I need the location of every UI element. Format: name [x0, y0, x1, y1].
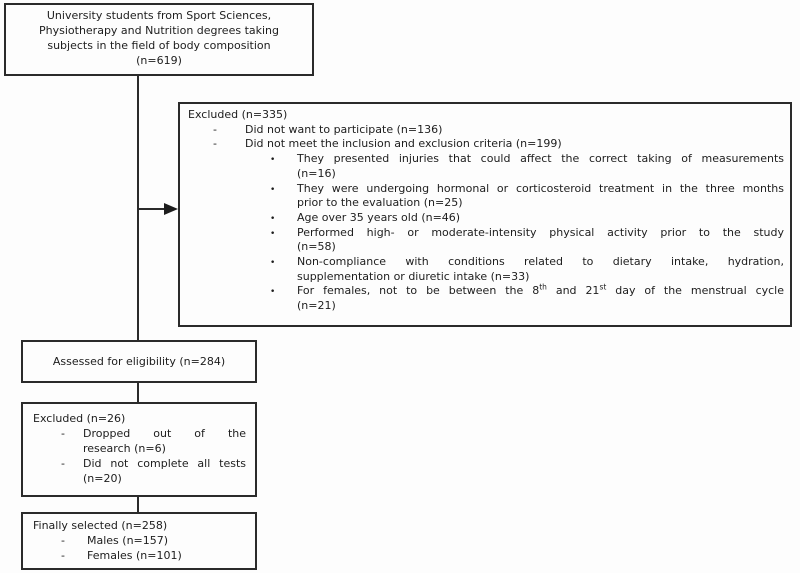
bullet-item: • For females, not to be between the 8th… — [188, 284, 784, 313]
text-segment: and 21 — [546, 284, 600, 298]
dash-item: - Dropped out of the research (n=6) — [33, 426, 246, 456]
bullet-marker: • — [270, 287, 276, 298]
excluded-box: Excluded (n=335) - Did not want to parti… — [178, 102, 792, 327]
dash-item: - Did not complete all tests (n=20) — [33, 456, 246, 486]
dash-marker: - — [61, 549, 65, 562]
text-line: prior to the evaluation (n=25) — [297, 196, 463, 210]
text-line: They presented injuries that could affec… — [297, 152, 784, 166]
text-line: subjects in the field of body compositio… — [47, 39, 271, 52]
bullet-marker: • — [270, 155, 276, 166]
bullet-item: • Performed high- or moderate-intensity … — [188, 226, 784, 255]
final-box: Finally selected (n=258) - Males (n=157)… — [21, 512, 257, 570]
text-line: Did not complete all tests — [83, 457, 246, 470]
dash-item: - Did not want to participate (n=136) — [188, 123, 784, 138]
text-line: Did not meet the inclusion and exclusion… — [245, 137, 562, 151]
dash-marker: - — [61, 534, 65, 547]
dash-marker: - — [61, 427, 65, 440]
ordinal-superscript: st — [599, 282, 607, 292]
connector-assessed-to-dropout — [137, 383, 139, 402]
bullet-marker: • — [270, 258, 276, 269]
bullet-marker: • — [270, 228, 276, 239]
dash-item: - Females (n=101) — [33, 548, 246, 563]
box-title: Assessed for eligibility (n=284) — [52, 355, 226, 368]
dash-item: - Did not meet the inclusion and exclusi… — [188, 137, 784, 152]
bullet-marker: • — [270, 184, 276, 195]
text-line: (n=58) — [297, 240, 336, 254]
box-title: Excluded (n=335) — [188, 108, 288, 121]
text-line: For females, not to be between the 8th a… — [297, 284, 784, 299]
dash-marker: - — [213, 122, 217, 136]
text-line: Males (n=157) — [87, 534, 169, 547]
text-line: Did not want to participate (n=136) — [245, 122, 443, 136]
bullet-item: • They presented injuries that could aff… — [188, 152, 784, 181]
text-line: (n=20) — [83, 472, 122, 485]
arrow-right-icon — [164, 203, 178, 215]
text-line: University students from Sport Sciences, — [46, 9, 272, 22]
dropout-box: Excluded (n=26) - Dropped out of the res… — [21, 402, 257, 497]
text-line: (n=16) — [297, 166, 336, 180]
text-segment: For females, not to be between the 8 — [297, 284, 540, 298]
connector-dropout-to-final — [137, 497, 139, 512]
bullet-marker: • — [270, 213, 276, 224]
text-line: research (n=6) — [83, 442, 166, 455]
dash-marker: - — [213, 137, 217, 151]
text-line: (n=21) — [297, 299, 336, 313]
bullet-item: • Age over 35 years old (n=46) — [188, 211, 784, 226]
eligibility-box: Assessed for eligibility (n=284) — [21, 340, 257, 383]
connector-exclusion-branch — [139, 208, 165, 210]
box-title: Excluded (n=26) — [33, 412, 126, 425]
dash-marker: - — [61, 457, 65, 470]
text-line: Performed high- or moderate-intensity ph… — [297, 225, 784, 239]
bullet-item: • Non-compliance with conditions related… — [188, 255, 784, 284]
text-line: supplementation or diuretic intake (n=33… — [297, 269, 530, 283]
text-line: (n=619) — [136, 54, 182, 67]
ordinal-superscript: th — [539, 282, 547, 292]
text-line: Females (n=101) — [87, 549, 182, 562]
text-line: Dropped out of the — [83, 427, 246, 440]
text-line: Non-compliance with conditions related t… — [297, 255, 784, 269]
text-line: Physiotherapy and Nutrition degrees taki… — [39, 24, 279, 37]
text-segment: day of the menstrual cycle — [606, 284, 784, 298]
text-line: Age over 35 years old (n=46) — [297, 210, 461, 224]
box-title: Finally selected (n=258) — [33, 519, 168, 532]
text-line: They were undergoing hormonal or cortico… — [297, 181, 784, 195]
dash-item: - Males (n=157) — [33, 533, 246, 548]
population-box: University students from Sport Sciences,… — [4, 3, 314, 76]
bullet-item: • They were undergoing hormonal or corti… — [188, 182, 784, 211]
connector-population-to-assessed — [137, 76, 139, 341]
